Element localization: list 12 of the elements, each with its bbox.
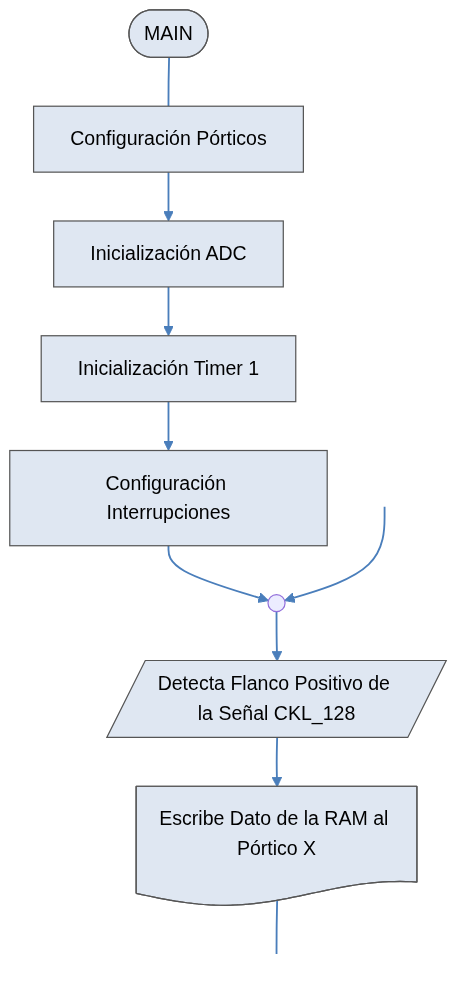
arrow	[163, 400, 174, 451]
node-box: Configuración Interrupciones	[9, 449, 328, 547]
connector	[167, 57, 170, 108]
node-circle	[267, 593, 286, 613]
arrow	[163, 286, 174, 337]
node-box: Inicialización Timer 1	[40, 335, 297, 403]
node-box: Inicialización ADC	[53, 220, 284, 288]
node-box: Configuración Pórticos	[33, 105, 304, 173]
connector	[275, 900, 279, 956]
arrow	[167, 544, 269, 603]
arrow	[284, 505, 386, 603]
arrow	[163, 171, 174, 222]
